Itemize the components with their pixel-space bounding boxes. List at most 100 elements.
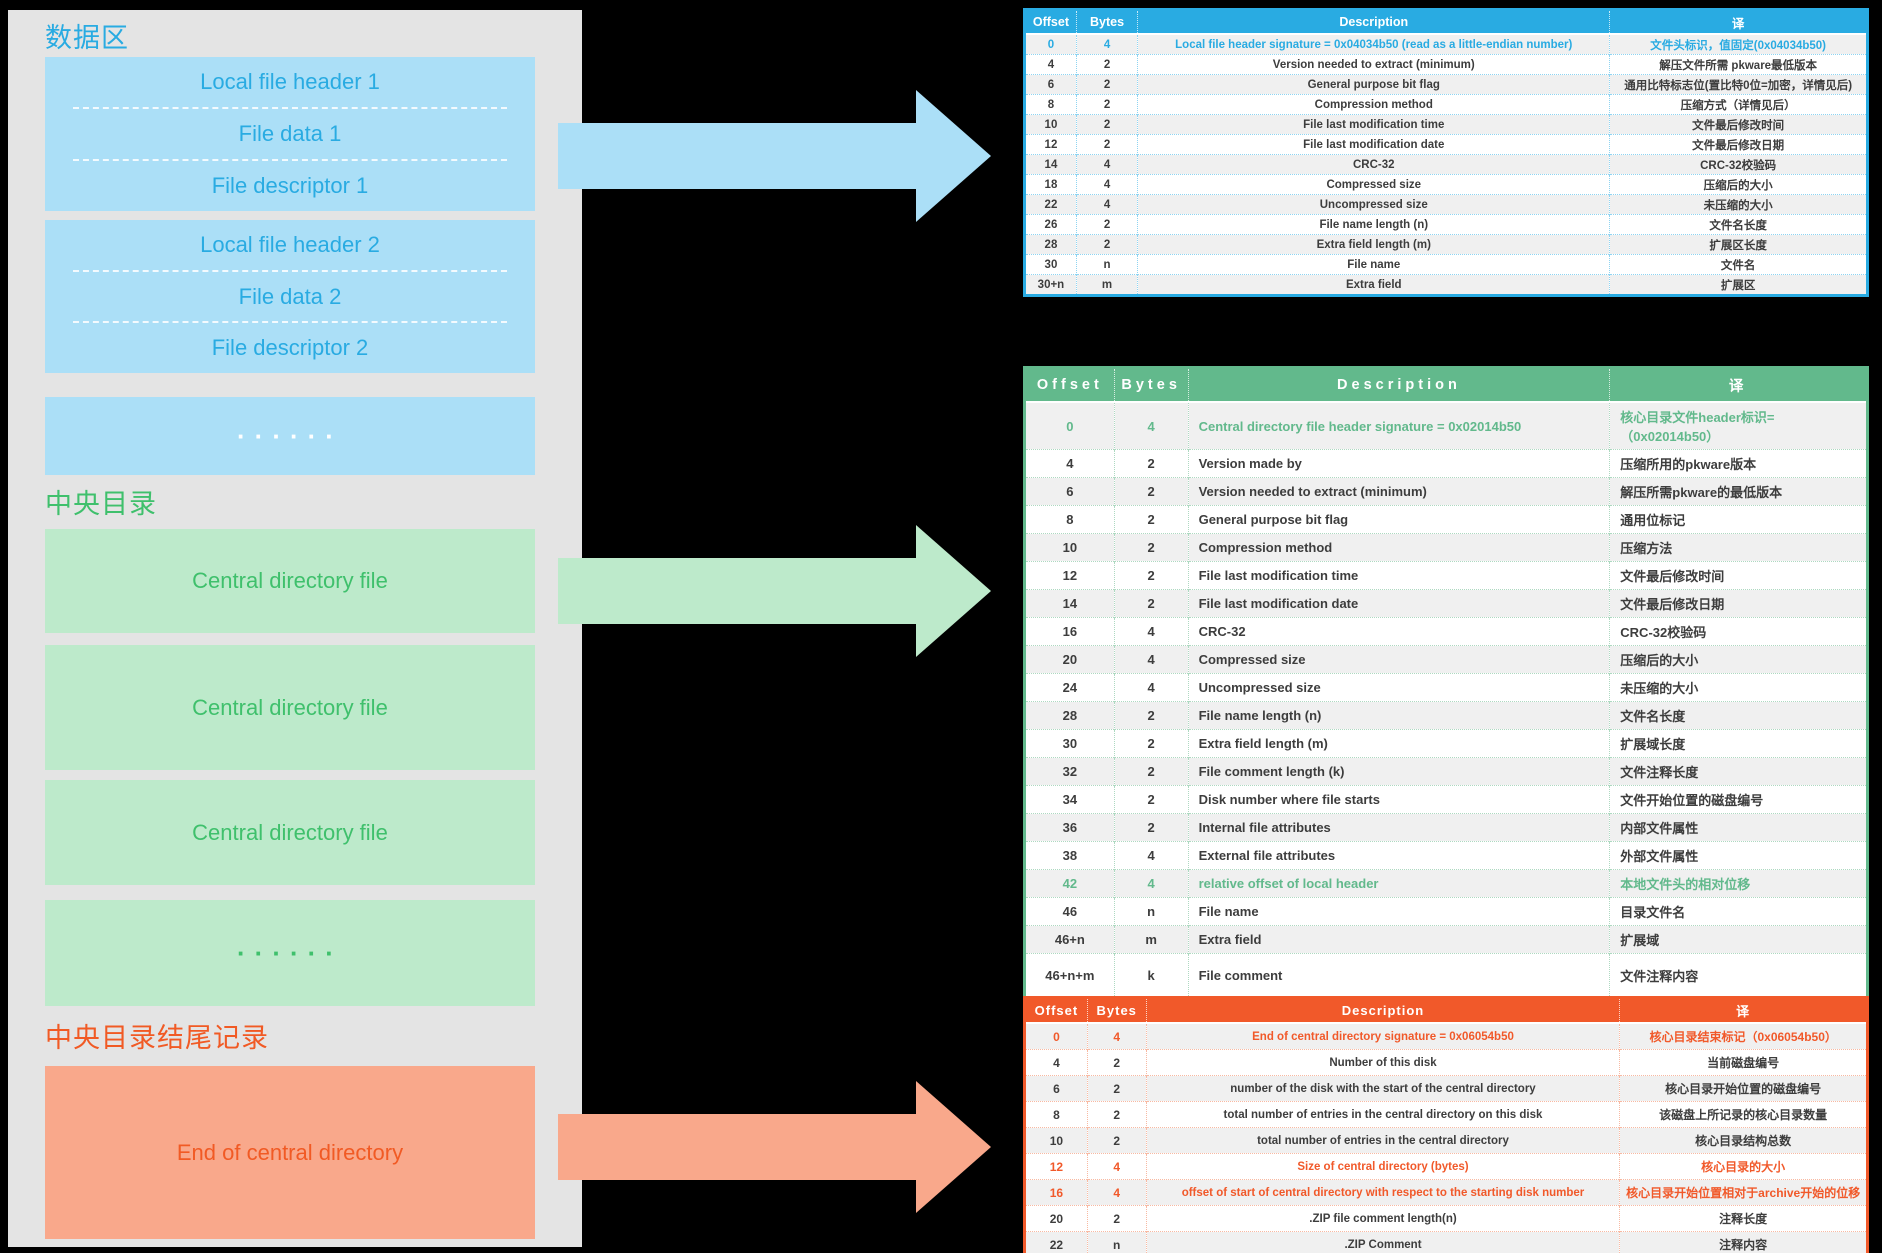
section-title-end-of-central-directory: 中央目录结尾记录 [45,1023,269,1053]
column-header: 译 [1609,369,1866,403]
bytes-cell: n [1113,897,1189,926]
block-label: Central directory file [192,568,388,593]
arrow-head [916,90,991,222]
translation-cell: 内部文件属性 [1609,813,1866,842]
description-cell: offset of start of central directory wit… [1145,1179,1620,1206]
description-cell: Version needed to extract (minimum) [1137,54,1610,75]
description-cell: End of central directory signature = 0x0… [1145,1023,1620,1050]
translation-cell: 外部文件属性 [1609,841,1866,870]
bytes-cell: 2 [1113,785,1189,814]
column-header: Bytes [1086,999,1147,1024]
translation-cell: 解压文件所需 pkware最低版本 [1609,54,1866,75]
column-header: Bytes [1075,11,1138,35]
offset-cell: 10 [1026,114,1077,135]
column-header: Offset [1026,11,1077,35]
translation-cell: 未压缩的大小 [1609,194,1866,215]
memory-block: Central directory file [45,780,535,885]
memory-block: ······ [45,397,535,475]
description-cell: File name length (n) [1187,701,1610,730]
translation-cell: 核心目录开始位置相对于archive开始的位移 [1619,1179,1866,1206]
bytes-cell: n [1075,254,1138,275]
description-cell: File last modification date [1187,589,1610,618]
bytes-cell: 2 [1086,1049,1147,1076]
bytes-cell: 2 [1113,813,1189,842]
bytes-cell: 4 [1113,645,1189,674]
translation-cell: 核心目录开始位置的磁盘编号 [1619,1075,1866,1102]
bytes-cell: 2 [1086,1101,1147,1128]
bytes-cell: 2 [1113,561,1189,590]
translation-cell: 解压所需pkware的最低版本 [1609,477,1866,506]
bytes-cell: 4 [1113,402,1189,450]
arrow-body [558,123,916,189]
bytes-cell: 2 [1113,701,1189,730]
column-header: Offset [1026,999,1088,1024]
bytes-cell: 2 [1113,757,1189,786]
translation-cell: 扩展域 [1609,925,1866,954]
translation-cell: CRC-32校验码 [1609,154,1866,175]
translation-cell: 文件最后修改时间 [1609,561,1866,590]
translation-cell: 通用比特标志位(置比特0位=加密，详情见后) [1609,74,1866,95]
arrow-body [558,1114,916,1180]
offset-cell: 10 [1026,1127,1088,1154]
translation-cell: 文件最后修改日期 [1609,589,1866,618]
block-label: End of central directory [176,1139,404,1165]
offset-cell: 8 [1026,1101,1088,1128]
description-cell: relative offset of local header [1187,869,1610,898]
offset-cell: 30 [1026,254,1077,275]
column-header: Description [1145,999,1620,1024]
bytes-cell: 4 [1086,1153,1147,1180]
translation-cell: 未压缩的大小 [1609,673,1866,702]
translation-cell: 文件注释内容 [1609,953,1866,996]
translation-cell: 核心目录结构总数 [1619,1127,1866,1154]
description-cell: File last modification time [1137,114,1610,135]
column-header: Description [1187,369,1610,403]
offset-cell: 6 [1026,477,1115,506]
description-cell: Local file header signature = 0x04034b50… [1137,34,1610,55]
translation-cell: 压缩方式（详情见后） [1609,94,1866,115]
offset-cell: 46 [1026,897,1115,926]
description-cell: Extra field length (m) [1187,729,1610,758]
bytes-cell: 2 [1086,1075,1147,1102]
block-label: Central directory file [192,819,388,845]
translation-cell: 目录文件名 [1609,897,1866,926]
translation-cell: 压缩所用的pkware版本 [1609,449,1866,478]
bytes-cell: 4 [1113,617,1189,646]
translation-cell: 压缩后的大小 [1609,174,1866,195]
bytes-cell: 4 [1086,1023,1147,1050]
offset-cell: 4 [1026,54,1077,75]
block-label: Local file header 1 [200,69,380,94]
section-title-central-directory: 中央目录 [45,489,157,519]
description-cell: Compression method [1187,533,1610,562]
translation-cell: 文件名 [1609,254,1866,275]
bytes-cell: k [1113,953,1189,996]
bytes-cell: 2 [1075,114,1138,135]
description-cell: Central directory file header signature … [1187,402,1610,450]
bytes-cell: n [1086,1231,1147,1253]
offset-cell: 36 [1026,813,1115,842]
description-cell: number of the disk with the start of the… [1145,1075,1620,1102]
ellipsis-label: ······ [237,937,343,968]
